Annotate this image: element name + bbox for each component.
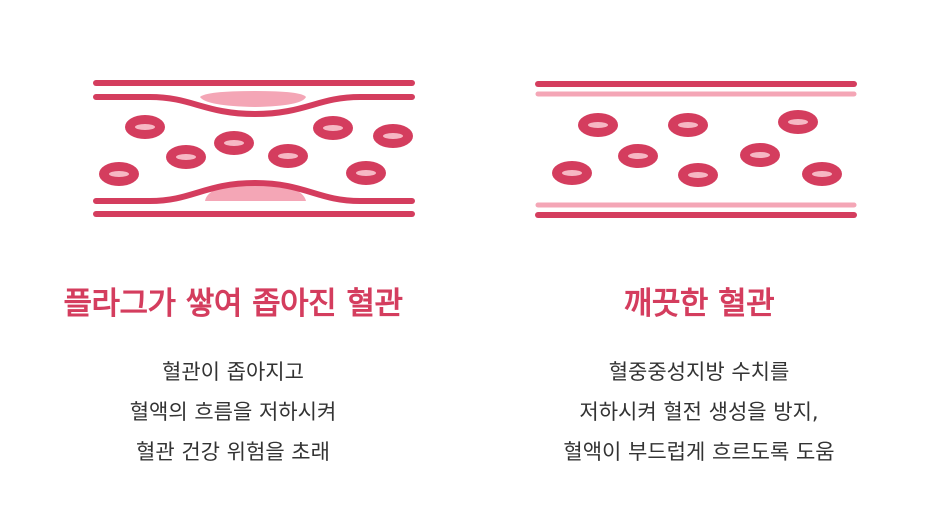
blood-cell	[668, 113, 708, 137]
blood-cell	[214, 131, 254, 155]
vessel-wall-top-inner	[93, 94, 415, 118]
clean-vessel-title: 깨끗한 혈관	[623, 286, 775, 322]
blood-cell	[99, 162, 139, 186]
blood-cell	[778, 110, 818, 134]
plaque-top	[200, 91, 306, 107]
description-line: 혈액이 부드럽게 흐르도록 도움	[563, 440, 835, 464]
clean-vessel-illustration	[535, 81, 857, 218]
blood-cell	[346, 161, 386, 185]
clean-vessel-panel: 깨끗한 혈관 혈중중성지방 수치를 저하시켜 혈전 생성을 방지, 혈액이 부드…	[466, 0, 932, 527]
blood-cell	[373, 124, 413, 148]
plaque-bottom	[205, 184, 306, 201]
blood-cell	[802, 162, 842, 186]
description-line: 혈액의 흐름을 저하시켜	[129, 400, 337, 424]
narrowed-vessel-panel: 플라그가 쌓여 좁아진 혈관 혈관이 좁아지고 혈액의 흐름을 저하시켜 혈관 …	[0, 0, 466, 527]
narrowed-vessel-title: 플라그가 쌓여 좁아진 혈관	[63, 286, 403, 322]
narrowed-vessel-description: 혈관이 좁아지고 혈액의 흐름을 저하시켜 혈관 건강 위험을 초래	[0, 352, 466, 472]
narrowed-vessel-illustration	[93, 80, 415, 217]
blood-cell	[166, 145, 206, 169]
blood-cell	[618, 144, 658, 168]
clean-vessel-description: 혈중중성지방 수치를 저하시켜 혈전 생성을 방지, 혈액이 부드럽게 흐르도록…	[466, 352, 932, 472]
description-line: 혈관이 좁아지고	[162, 360, 304, 384]
vessel-wall-bottom-inner	[93, 179, 415, 204]
blood-cell	[552, 161, 592, 185]
description-line: 혈중중성지방 수치를	[608, 360, 790, 384]
description-line: 혈관 건강 위험을 초래	[136, 440, 330, 464]
blood-cell	[678, 163, 718, 187]
blood-cell	[578, 113, 618, 137]
blood-cell	[125, 115, 165, 139]
blood-cell	[313, 116, 353, 140]
blood-cell	[740, 143, 780, 167]
description-line: 저하시켜 혈전 생성을 방지,	[579, 400, 819, 424]
blood-cell	[268, 144, 308, 168]
